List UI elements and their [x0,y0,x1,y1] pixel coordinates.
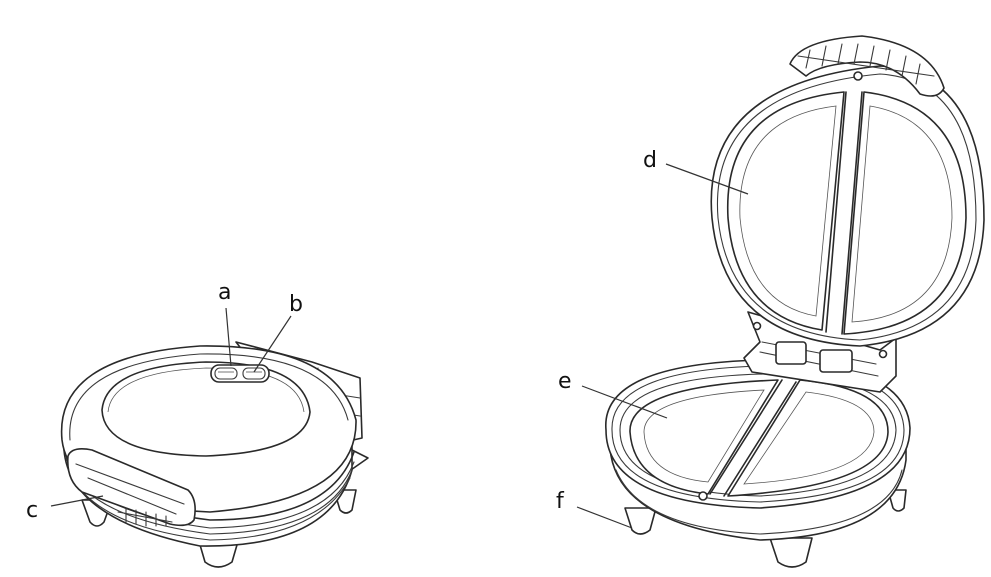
label-d: d [643,148,657,173]
leader-line-c [50,495,104,507]
leader-lines [50,163,749,529]
part-labels: a b c d e f [26,148,657,523]
leader-line-f [576,506,633,529]
label-a: a [218,280,231,305]
leader-line-b [253,315,292,373]
label-e: e [558,369,572,394]
leader-line-d [665,163,749,195]
leader-line-a [225,307,232,367]
open-appliance [605,35,985,568]
leader-line-e [581,385,668,419]
label-f: f [556,489,565,514]
closed-appliance [60,341,369,568]
label-b: b [289,292,303,317]
label-c: c [26,498,38,523]
